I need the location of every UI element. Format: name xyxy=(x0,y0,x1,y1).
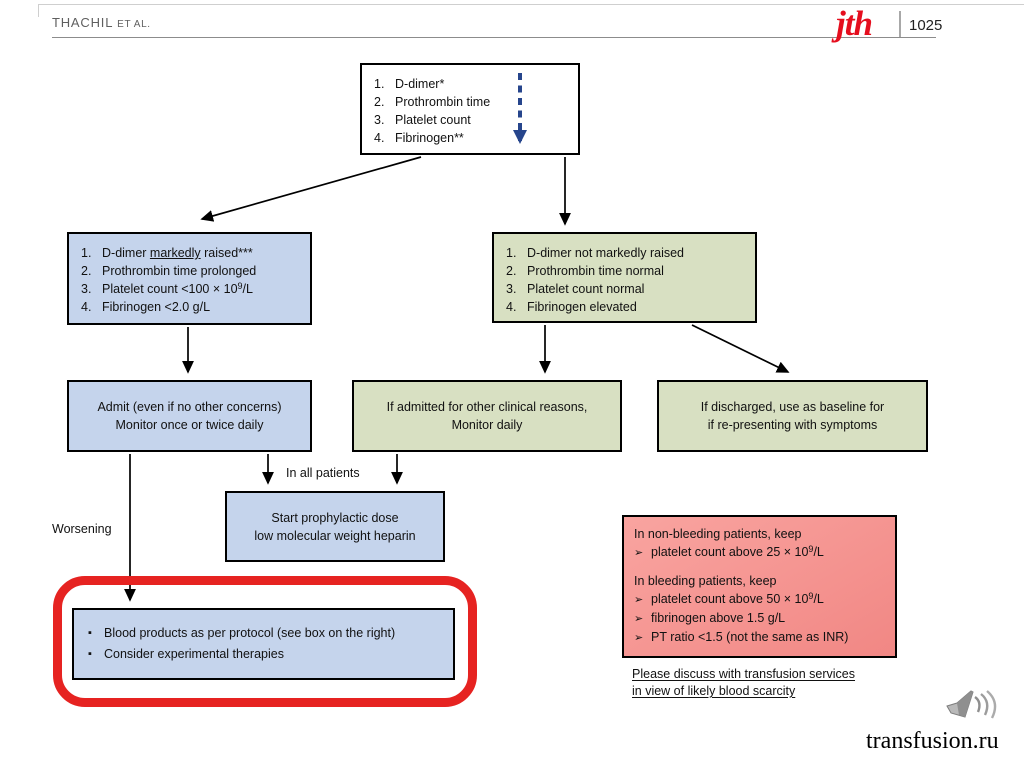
list-item: ▪ Consider experimental therapies xyxy=(88,644,445,665)
page-number-divider xyxy=(899,11,901,37)
list-item: 1. D-dimer not markedly raised xyxy=(506,246,684,260)
worsening-label: Worsening xyxy=(52,522,112,536)
list-item: 1. D-dimer* xyxy=(374,77,445,91)
journal-logo: jth xyxy=(836,4,873,43)
authors-suffix: ET AL. xyxy=(117,19,151,30)
authors-main: THACHIL xyxy=(52,15,113,30)
list-item: 2. Prothrombin time prolonged xyxy=(81,264,257,278)
transfusion-targets-box: In non-bleeding patients, keep ➢ platele… xyxy=(622,515,897,658)
arrow-normal-to-discharge xyxy=(691,324,790,373)
abnormal-criteria-box: 1. D-dimer markedly raised*** 2. Prothro… xyxy=(67,232,312,325)
list-item: 4. Fibrinogen** xyxy=(374,131,464,145)
normal-criteria-box: 1. D-dimer not markedly raised 2. Prothr… xyxy=(492,232,757,323)
arrow-tests-to-abnormal xyxy=(200,156,422,222)
list-item: 3. Platelet count <100 × 109/L xyxy=(81,281,253,297)
spacer xyxy=(634,562,889,572)
list-item: 2. Prothrombin time xyxy=(374,95,491,109)
list-item: ➢ platelet count above 25 × 109/L xyxy=(634,543,889,562)
list-item: 4. Fibrinogen elevated xyxy=(506,300,637,314)
arrow-bullet-icon: ➢ xyxy=(634,594,644,606)
list-item: ➢ PT ratio <1.5 (not the same as INR) xyxy=(634,628,889,647)
authors-heading: THACHIL ET AL. xyxy=(52,15,151,30)
square-bullet-icon: ▪ xyxy=(88,627,92,639)
list-item: ➢ fibrinogen above 1.5 g/L xyxy=(634,609,889,628)
non-bleeding-heading: In non-bleeding patients, keep xyxy=(634,527,802,541)
header-rule xyxy=(52,37,936,38)
escalation-therapy-box: ▪ Blood products as per protocol (see bo… xyxy=(72,608,455,680)
monitor-daily-box: If admitted for other clinical reasons, … xyxy=(352,380,622,452)
slide-top-border xyxy=(38,4,1024,5)
arrow-bullet-icon: ➢ xyxy=(634,632,644,644)
audio-speaker-icon[interactable] xyxy=(941,689,999,735)
in-all-patients-label: In all patients xyxy=(286,466,360,480)
transfusion-services-note: Please discuss with transfusion services… xyxy=(632,667,856,698)
list-item: 3. Platelet count normal xyxy=(506,282,645,296)
arrow-bullet-icon: ➢ xyxy=(634,613,644,625)
square-bullet-icon: ▪ xyxy=(88,648,92,660)
list-item: 3. Platelet count xyxy=(374,113,471,127)
slide-left-border xyxy=(38,4,39,17)
list-item: 4. Fibrinogen <2.0 g/L xyxy=(81,300,211,314)
prophylactic-heparin-box: Start prophylactic dose low molecular we… xyxy=(225,491,445,562)
watermark: transfusion.ru xyxy=(866,728,999,754)
list-item: 2. Prothrombin time normal xyxy=(506,264,664,278)
arrow-bullet-icon: ➢ xyxy=(634,547,644,559)
discharge-baseline-box: If discharged, use as baseline for if re… xyxy=(657,380,928,452)
tests-box: 1. D-dimer* 2. Prothrombin time 3. Plate… xyxy=(360,63,580,155)
list-item: ▪ Blood products as per protocol (see bo… xyxy=(88,623,445,644)
list-item: 1. D-dimer markedly raised*** xyxy=(81,246,253,260)
list-item: ➢ platelet count above 50 × 109/L xyxy=(634,590,889,609)
bleeding-heading: In bleeding patients, keep xyxy=(634,574,777,588)
page-number: 1025 xyxy=(909,17,943,34)
admit-box: Admit (even if no other concerns) Monito… xyxy=(67,380,312,452)
